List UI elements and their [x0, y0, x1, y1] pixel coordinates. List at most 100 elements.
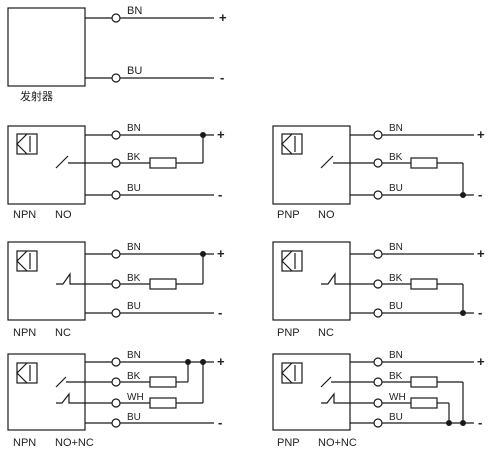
panel-type-label: NPN [13, 209, 36, 221]
plus-sign: + [217, 354, 225, 369]
emitter-terminal-bn [111, 13, 121, 23]
load-resistor [149, 278, 177, 290]
wire-label-bn: BN [389, 242, 403, 253]
minus-sign: - [478, 187, 482, 202]
wire-label-bk: BK [389, 273, 403, 284]
terminal-bk [373, 377, 383, 387]
terminal-bk [373, 279, 383, 289]
panel-npn-nc: BN BK BU + - NPN NC [7, 241, 225, 339]
terminal-bu [373, 190, 383, 200]
terminal-bn [111, 357, 121, 367]
sensor-box [7, 125, 86, 205]
load-resistor [410, 278, 438, 290]
minus-sign: - [478, 415, 482, 430]
wire-label-bk: BK [127, 273, 141, 284]
sensor-symbol-icon [281, 133, 303, 155]
junction-dot [200, 132, 207, 139]
emitter-box [7, 7, 86, 87]
terminal-bn [111, 130, 121, 140]
terminal-bn [373, 357, 383, 367]
panel-npn-no-nc: BN BK WH BU + - NPN NO+NC [7, 350, 225, 449]
panel-type-label: NPN [13, 327, 36, 339]
panel-mode-label: NO [55, 209, 72, 221]
plus-sign: + [477, 246, 485, 261]
wire-label-bu: BU [127, 183, 141, 194]
emitter-terminal-bu [111, 73, 121, 83]
emitter-minus-sign: - [220, 70, 224, 85]
plus-sign: + [217, 246, 225, 261]
plus-sign: + [477, 127, 485, 142]
wire-label-bu: BU [389, 412, 403, 423]
panel-pnp-nc: BN BK BU + - PNP NC [272, 241, 485, 339]
no-switch-icon [55, 155, 85, 169]
junction-dot [200, 251, 207, 258]
nc-switch-icon [321, 392, 350, 404]
wire-label-bu: BU [127, 412, 141, 423]
nc-switch-icon [321, 272, 350, 285]
panel-type-label: NPN [13, 437, 36, 449]
sensor-symbol-icon [16, 133, 38, 155]
panel-type-label: PNP [277, 437, 300, 449]
sensor-box [272, 353, 351, 431]
no-switch-icon [320, 376, 350, 388]
terminal-bk [373, 158, 383, 168]
terminal-bn [111, 249, 121, 259]
sensor-box [7, 353, 86, 431]
junction-dot [185, 359, 192, 366]
load-resistor-bk [149, 376, 177, 388]
wire-label-bu: BU [127, 301, 141, 312]
nc-switch-icon [56, 392, 85, 404]
wire-label-bu: BU [389, 301, 403, 312]
panel-type-label: PNP [277, 327, 300, 339]
terminal-bk [111, 377, 121, 387]
junction-dot [200, 359, 207, 366]
wire-label-wh: WH [127, 392, 144, 403]
minus-sign: - [218, 305, 222, 320]
terminal-bu [111, 418, 121, 428]
panel-mode-label: NO [318, 209, 335, 221]
minus-sign: - [218, 415, 222, 430]
emitter-label: 发射器 [20, 89, 53, 103]
load-resistor [149, 157, 177, 169]
panel-pnp-no: BN BK BU + - PNP NO [272, 123, 485, 221]
terminal-bu [373, 308, 383, 318]
no-switch-icon [55, 376, 85, 388]
terminal-bk [111, 279, 121, 289]
wire-label-bk: BK [389, 152, 403, 163]
terminal-bn [373, 249, 383, 259]
wire-label-bk: BK [389, 371, 403, 382]
panel-mode-label: NC [55, 327, 71, 339]
nc-switch-icon [56, 272, 85, 285]
sensor-symbol-icon [16, 362, 38, 384]
wire-label-wh: WH [389, 392, 406, 403]
no-switch-icon [320, 155, 350, 169]
emitter-plus-sign: + [219, 10, 227, 25]
load-resistor-bk [410, 376, 438, 388]
terminal-bn [373, 130, 383, 140]
sensor-symbol-icon [281, 250, 303, 272]
panel-npn-no: BN BK BU + - NPN NO [7, 123, 225, 221]
plus-sign: + [217, 127, 225, 142]
emitter-wire-bottom-label: BU [127, 65, 142, 77]
terminal-bu [373, 418, 383, 428]
terminal-bu [111, 190, 121, 200]
panel-type-label: PNP [277, 209, 300, 221]
wire-label-bn: BN [389, 123, 403, 134]
sensor-box [7, 241, 86, 321]
load-resistor [410, 157, 438, 169]
emitter-wire-top-label: BN [127, 5, 142, 17]
sensor-symbol-icon [281, 362, 303, 384]
terminal-bk [111, 158, 121, 168]
load-resistor-wh [149, 397, 177, 409]
wire-label-bn: BN [127, 350, 141, 361]
plus-sign: + [477, 354, 485, 369]
emitter-block: BN BU + - 发射器 [7, 5, 227, 103]
terminal-wh [111, 398, 121, 408]
minus-sign: - [218, 187, 222, 202]
sensor-box [272, 241, 351, 321]
wire-label-bn: BN [127, 242, 141, 253]
terminal-wh [373, 398, 383, 408]
sensor-symbol-icon [16, 250, 38, 272]
